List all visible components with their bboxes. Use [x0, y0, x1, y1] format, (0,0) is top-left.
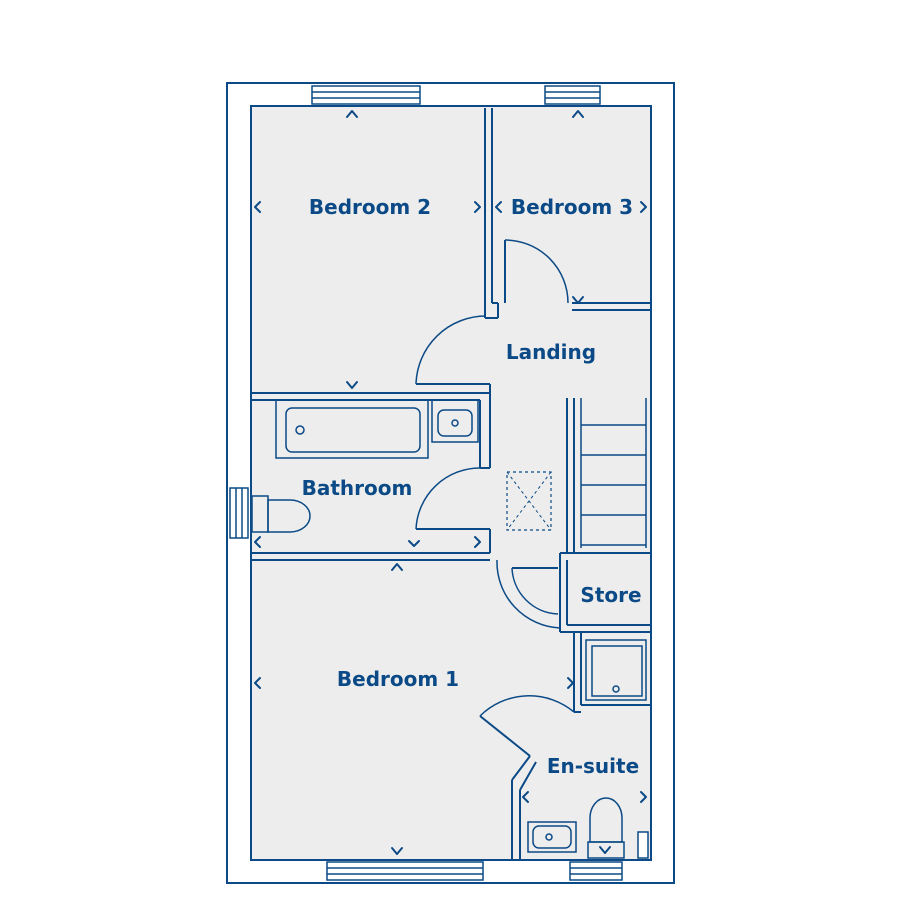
- loft-hatch: [506, 471, 552, 531]
- window-bathroom: [229, 487, 249, 539]
- shower-tray: [585, 639, 647, 701]
- label-ensuite: En-suite: [547, 754, 639, 778]
- label-store: Store: [580, 583, 641, 607]
- bathroom-toilet: [251, 495, 311, 533]
- outer-walls: [226, 82, 675, 884]
- door-bedroom1: [496, 559, 561, 629]
- room-floors: [251, 106, 651, 860]
- window-ensuite-side: [637, 831, 649, 859]
- label-bedroom2: Bedroom 2: [309, 195, 431, 219]
- window-ensuite: [569, 861, 623, 881]
- door-bathroom: [415, 467, 490, 530]
- dimension-markers: [254, 110, 647, 855]
- ensuite-toilet: [587, 797, 625, 859]
- window-bedroom1: [326, 861, 484, 881]
- label-landing: Landing: [506, 340, 596, 364]
- windows: [229, 85, 649, 881]
- inner-wall-outline: [250, 105, 652, 861]
- bathtub: [275, 399, 429, 459]
- window-bedroom2: [311, 85, 421, 105]
- label-bedroom1: Bedroom 1: [337, 667, 459, 691]
- ensuite-basin: [527, 821, 577, 853]
- label-bathroom: Bathroom: [302, 476, 413, 500]
- door-store: [511, 567, 559, 615]
- outer-wall-outline: [226, 82, 675, 884]
- floor-area: [251, 106, 651, 860]
- room-labels: Bedroom 2 Bedroom 3 Landing Bathroom Sto…: [302, 195, 642, 778]
- bathroom-basin: [431, 399, 479, 443]
- stairs: [580, 398, 647, 548]
- window-bedroom3: [544, 85, 601, 105]
- label-bedroom3: Bedroom 3: [511, 195, 633, 219]
- door-ensuite: [479, 695, 575, 757]
- door-bedroom2: [415, 315, 487, 385]
- door-bedroom3: [504, 239, 569, 304]
- doors: [415, 239, 575, 757]
